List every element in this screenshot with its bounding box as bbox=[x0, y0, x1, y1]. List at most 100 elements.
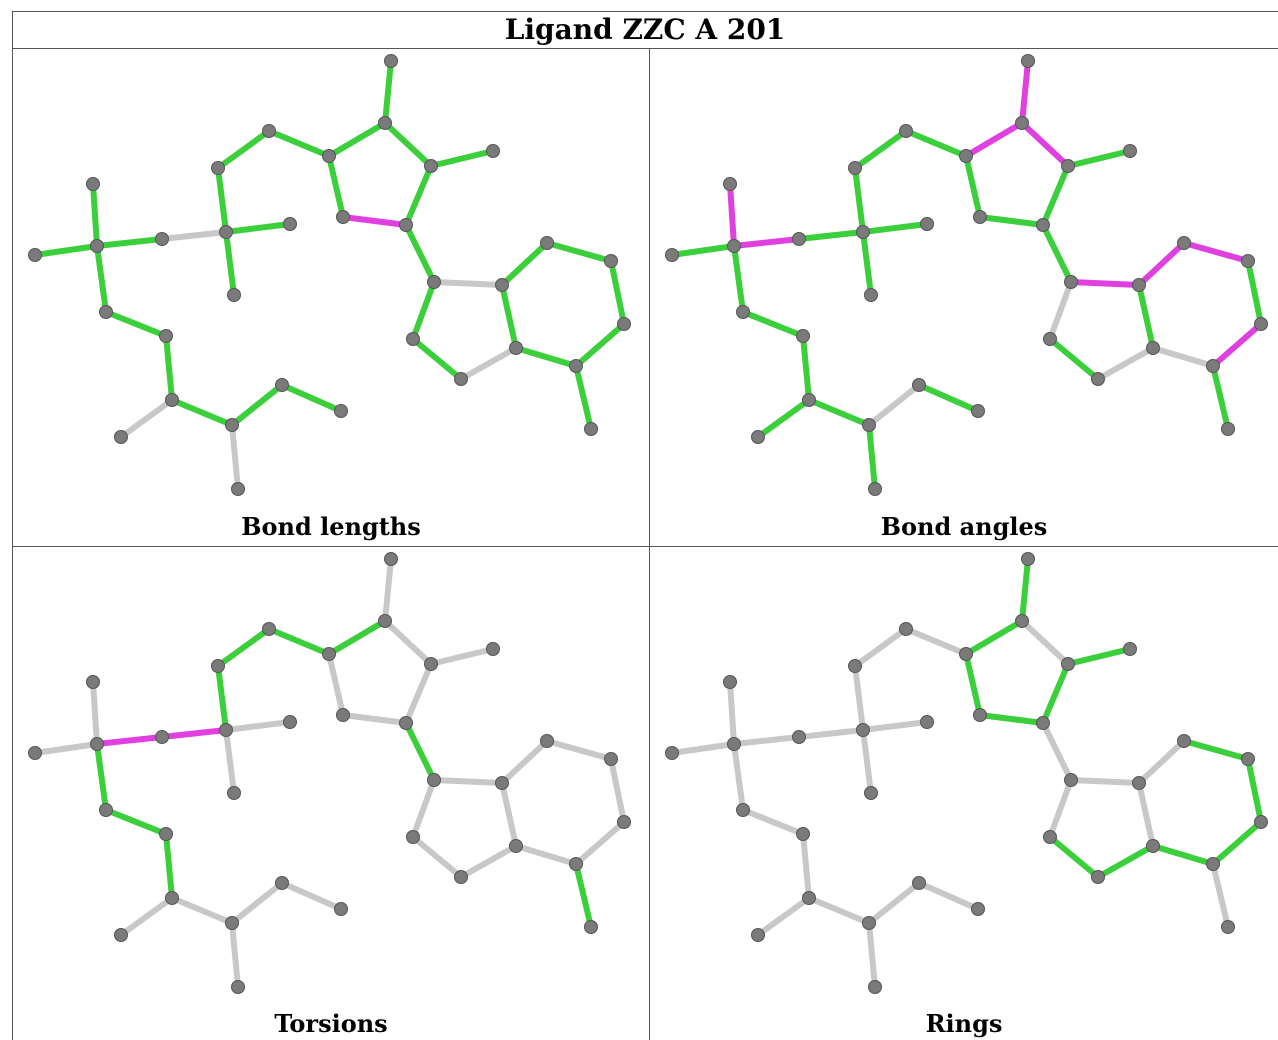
validated-bond bbox=[1136, 282, 1156, 351]
atom bbox=[454, 870, 468, 884]
atom bbox=[802, 393, 816, 407]
unassessed-bond bbox=[403, 661, 434, 726]
atom bbox=[227, 786, 241, 800]
atom bbox=[384, 54, 398, 68]
unassessed-bond bbox=[118, 397, 175, 440]
unassessed-bond bbox=[32, 741, 100, 756]
unassessed-bond bbox=[860, 719, 930, 733]
atom bbox=[751, 430, 765, 444]
validated-bond bbox=[513, 345, 579, 369]
validated-bond bbox=[544, 240, 614, 264]
atom bbox=[796, 329, 810, 343]
validated-bond bbox=[266, 128, 332, 159]
atom bbox=[1091, 870, 1105, 884]
atom bbox=[727, 239, 741, 253]
unassessed-bond bbox=[431, 279, 505, 288]
atom bbox=[155, 730, 169, 744]
validated-bond bbox=[403, 163, 434, 228]
atom bbox=[665, 746, 679, 760]
atom bbox=[99, 305, 113, 319]
unassessed-bond bbox=[458, 345, 519, 382]
atom bbox=[114, 430, 128, 444]
outlier-bond bbox=[1019, 120, 1071, 169]
validated-bond bbox=[608, 258, 627, 327]
validated-bond bbox=[866, 422, 878, 492]
validated-bond bbox=[94, 741, 109, 813]
atom bbox=[971, 902, 985, 916]
atom bbox=[427, 773, 441, 787]
atom bbox=[159, 329, 173, 343]
validated-bond bbox=[215, 626, 272, 669]
validated-bond bbox=[1047, 336, 1101, 382]
atom bbox=[723, 177, 737, 191]
validated-bond bbox=[977, 712, 1046, 726]
atom bbox=[723, 675, 737, 689]
atom bbox=[159, 827, 173, 841]
atom bbox=[569, 359, 583, 373]
unassessed-bond bbox=[573, 819, 627, 867]
atom bbox=[219, 723, 233, 737]
validated-bond bbox=[410, 336, 464, 382]
unassessed-bond bbox=[326, 651, 346, 718]
atom bbox=[486, 642, 500, 656]
validated-bond bbox=[103, 807, 169, 837]
atom bbox=[665, 248, 679, 262]
atom bbox=[1061, 657, 1075, 671]
atom bbox=[727, 737, 741, 751]
validated-bond bbox=[573, 363, 594, 432]
unassessed-bond bbox=[382, 556, 394, 624]
unassessed-bond bbox=[223, 719, 293, 733]
validated-bond bbox=[669, 243, 737, 258]
atom bbox=[225, 418, 239, 432]
atom bbox=[399, 218, 413, 232]
atom bbox=[1015, 614, 1029, 628]
validated-bond bbox=[223, 229, 237, 298]
atom bbox=[1146, 341, 1160, 355]
atom bbox=[1123, 144, 1137, 158]
atom bbox=[99, 803, 113, 817]
atom bbox=[796, 827, 810, 841]
validated-bond bbox=[860, 229, 874, 298]
validated-bond bbox=[977, 214, 1046, 228]
validated-bond bbox=[90, 181, 100, 249]
validated-bond bbox=[1065, 646, 1133, 667]
atom bbox=[540, 236, 554, 250]
unassessed-bond bbox=[229, 880, 285, 926]
atom bbox=[406, 830, 420, 844]
atom bbox=[334, 902, 348, 916]
atom bbox=[211, 659, 225, 673]
validated-bond bbox=[1040, 163, 1071, 228]
unassessed-bond bbox=[499, 738, 550, 786]
unassessed-bond bbox=[279, 880, 344, 912]
outlier-bond bbox=[1136, 240, 1187, 288]
unassessed-bond bbox=[866, 382, 922, 428]
atom bbox=[973, 708, 987, 722]
validated-bond bbox=[94, 236, 165, 249]
atom bbox=[1241, 254, 1255, 268]
unassessed-bond bbox=[731, 741, 746, 813]
atom bbox=[1221, 422, 1235, 436]
atom bbox=[219, 225, 233, 239]
validated-bond bbox=[903, 128, 969, 159]
unassessed-bond bbox=[731, 734, 802, 747]
atom bbox=[899, 124, 913, 138]
validated-bond bbox=[796, 229, 866, 242]
atom bbox=[604, 752, 618, 766]
atom bbox=[864, 786, 878, 800]
unassessed-bond bbox=[1019, 618, 1071, 667]
outlier-bond bbox=[1068, 279, 1142, 288]
atom bbox=[1036, 716, 1050, 730]
atom bbox=[736, 305, 750, 319]
unassessed-bond bbox=[903, 626, 969, 657]
validated-bond bbox=[215, 128, 272, 171]
validated-bond bbox=[163, 333, 175, 403]
atom bbox=[427, 275, 441, 289]
atom bbox=[1177, 236, 1191, 250]
atom bbox=[231, 482, 245, 496]
validated-bond bbox=[215, 663, 229, 733]
atom bbox=[165, 891, 179, 905]
atom bbox=[959, 149, 973, 163]
validated-bond bbox=[169, 397, 235, 428]
atom bbox=[792, 232, 806, 246]
atom bbox=[856, 723, 870, 737]
